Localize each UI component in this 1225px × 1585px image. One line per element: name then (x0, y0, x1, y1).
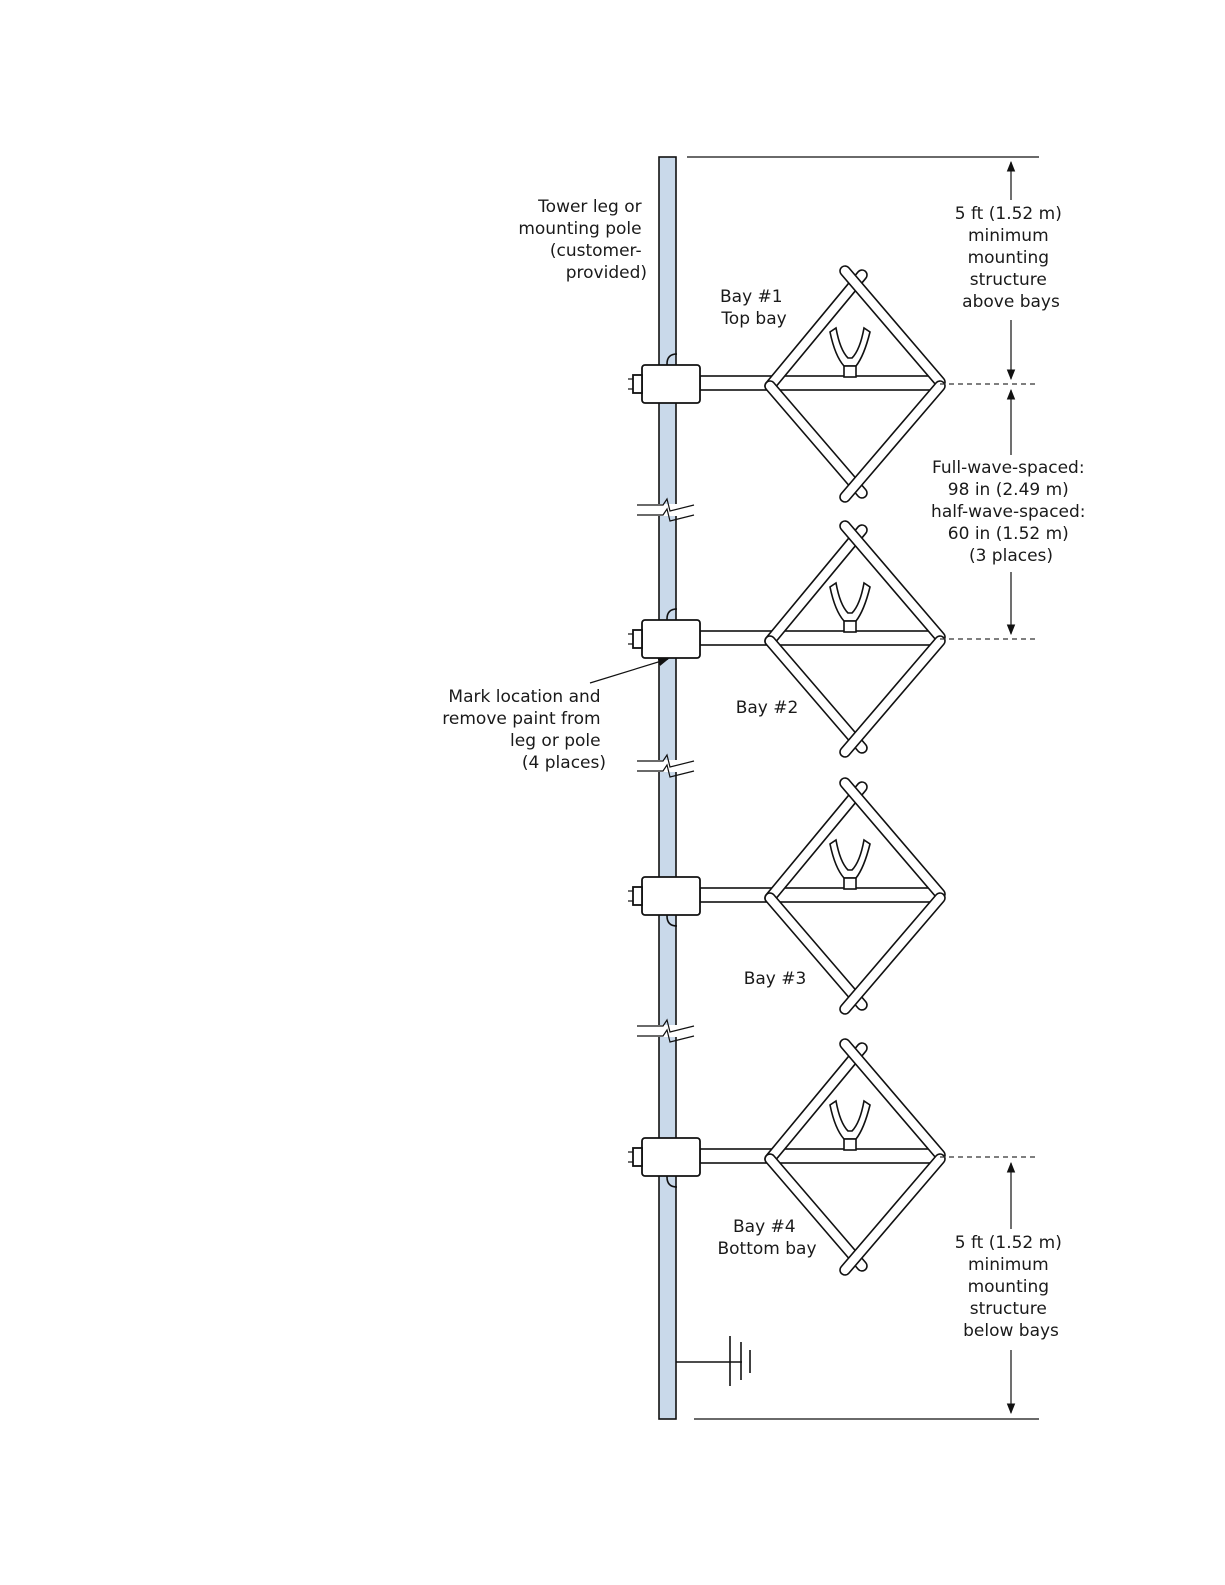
bay3-label: Bay #3 (744, 969, 807, 989)
dipole-element (839, 892, 946, 1015)
dipole-element (839, 1153, 946, 1276)
bay-3-antenna (628, 777, 946, 1015)
bottom-dimension-label: 5 ft (1.52 m) minimum mounting structure… (955, 1233, 1067, 1341)
feed-strap (829, 581, 871, 622)
feed-strap (829, 1099, 871, 1140)
clamp-bracket (666, 608, 678, 626)
feed-strap (829, 838, 871, 879)
dipole-element (839, 380, 946, 503)
clamp-bracket (666, 909, 678, 927)
feed-point (843, 365, 857, 378)
connector (632, 886, 643, 906)
dipole-element (839, 635, 946, 758)
bay-2-antenna (628, 520, 946, 758)
top-dimension-label: 5 ft (1.52 m) minimum mounting structure… (955, 204, 1067, 312)
feed-point (843, 1138, 857, 1151)
dipole-element (764, 380, 868, 499)
bay-1-antenna (628, 265, 946, 503)
bay4-label: Bay #4 Bottom bay (717, 1217, 816, 1259)
connector (632, 629, 643, 649)
dipole-element (764, 1153, 868, 1272)
feed-strap (829, 326, 871, 367)
boom (699, 887, 941, 903)
bay2-label: Bay #2 (736, 698, 799, 718)
feed-point (843, 877, 857, 890)
mount-box (641, 876, 701, 916)
clamp-bracket (666, 353, 678, 371)
connector (632, 1147, 643, 1167)
top-dimension (687, 156, 1039, 1420)
mount-box (641, 1137, 701, 1177)
dipole-element (764, 635, 868, 754)
feed-point (843, 620, 857, 633)
spacing-dimension-label: Full-wave-spaced: 98 in (2.49 m) half-wa… (931, 458, 1091, 566)
connector (632, 374, 643, 394)
tower-label: Tower leg or mounting pole (customer- pr… (518, 197, 647, 283)
bay1-label: Bay #1 Top bay (720, 287, 788, 329)
mount-box (641, 619, 701, 659)
tower-leg (658, 156, 677, 1420)
boom (699, 375, 941, 391)
dipole-element (764, 892, 868, 1011)
mount-box (641, 364, 701, 404)
boom (699, 1148, 941, 1164)
mark-location-label: Mark location and remove paint from leg … (442, 687, 606, 773)
break-symbol-icon (637, 753, 695, 778)
bay-4-antenna (628, 1038, 946, 1276)
ground-symbol-icon (676, 1336, 751, 1386)
clamp-bracket (666, 1170, 678, 1188)
break-symbol-icon (637, 1018, 695, 1043)
boom (699, 630, 941, 646)
break-symbol-icon (637, 497, 695, 522)
mark-leader-arrow (589, 657, 670, 684)
